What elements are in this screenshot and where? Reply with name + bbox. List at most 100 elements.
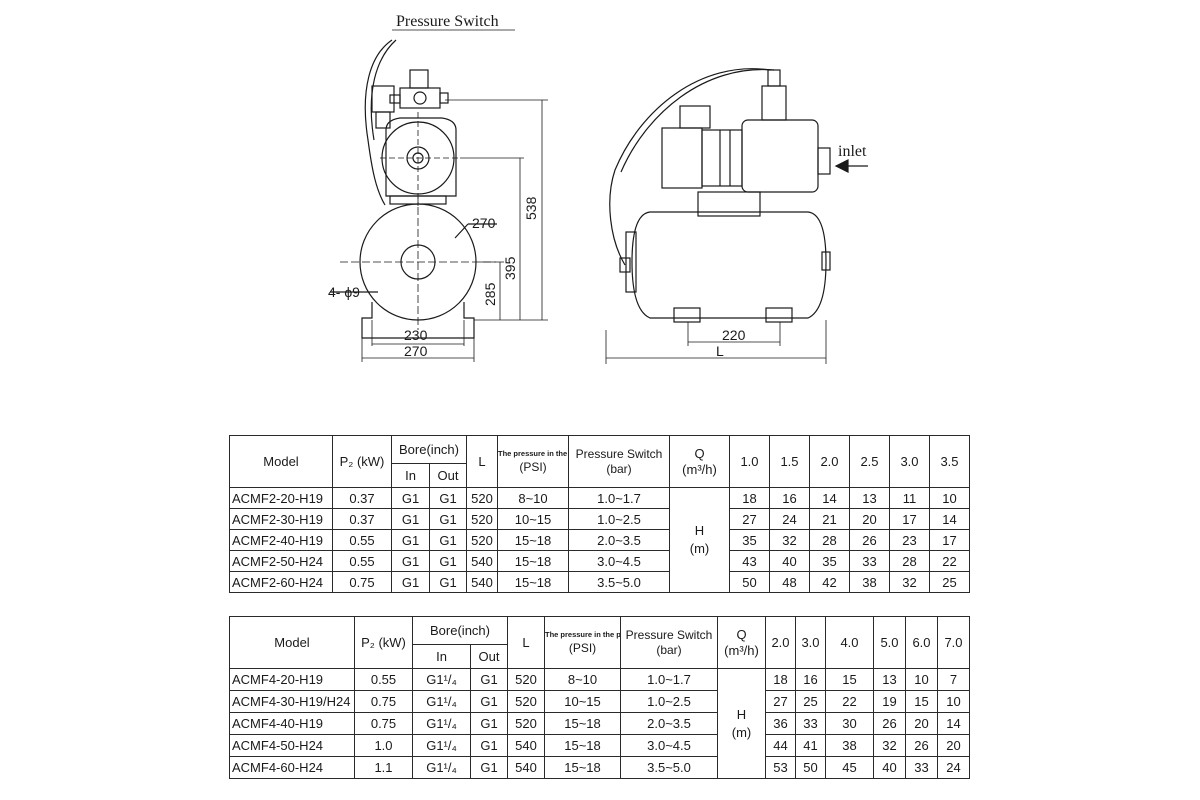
header-bore-out: Out bbox=[429, 463, 467, 488]
pressure-switch-cell: 1.0~1.7 bbox=[620, 668, 718, 691]
flow-col: 6.0 bbox=[905, 616, 938, 669]
dim-hole: 4- ϕ9 bbox=[328, 284, 360, 300]
header-length: L bbox=[466, 435, 498, 488]
head-value-cell: 27 bbox=[729, 508, 770, 530]
head-value-cell: 10 bbox=[937, 690, 970, 713]
bore-out-cell: G1 bbox=[429, 508, 467, 530]
head-value-cell: 10 bbox=[905, 668, 938, 691]
spec-table-acmf2: Model P₂ (kW) Bore(inch) L The pressure … bbox=[229, 435, 970, 593]
head-value-cell: 15 bbox=[825, 668, 874, 691]
psi-cell: 15~18 bbox=[544, 712, 621, 735]
header-bore-out: Out bbox=[470, 644, 508, 669]
head-value-cell: 17 bbox=[929, 529, 970, 551]
header-bore-in: In bbox=[391, 463, 430, 488]
dim-285: 285 bbox=[482, 282, 498, 306]
head-value-cell: 33 bbox=[795, 712, 826, 735]
psi-cell: 15~18 bbox=[497, 529, 569, 551]
pressure-switch-unit: (bar) bbox=[606, 461, 632, 476]
power-cell: 1.1 bbox=[354, 756, 413, 779]
head-value-cell: 19 bbox=[873, 690, 906, 713]
model-cell: ACMF4-40-H19 bbox=[229, 712, 355, 735]
head-value-cell: 25 bbox=[795, 690, 826, 713]
bore-in-cell: G1 bbox=[391, 529, 430, 551]
head-value-cell: 24 bbox=[937, 756, 970, 779]
head-value-cell: 28 bbox=[809, 529, 850, 551]
head-value-cell: 15 bbox=[905, 690, 938, 713]
side-view bbox=[605, 68, 868, 364]
header-model: Model bbox=[229, 616, 355, 669]
flow-col: 3.0 bbox=[889, 435, 930, 488]
h-unit: (m) bbox=[689, 541, 710, 556]
head-value-cell: 53 bbox=[765, 756, 796, 779]
header-bore-in: In bbox=[412, 644, 471, 669]
bore-in-cell: G1 bbox=[391, 487, 430, 509]
head-value-cell: 17 bbox=[889, 508, 930, 530]
bore-out-cell: G1 bbox=[470, 690, 508, 713]
flow-col: 1.5 bbox=[769, 435, 810, 488]
psi-unit: (PSI) bbox=[519, 460, 547, 474]
head-value-cell: 40 bbox=[873, 756, 906, 779]
length-cell: 540 bbox=[507, 734, 545, 757]
head-value-cell: 45 bbox=[825, 756, 874, 779]
flow-col: 5.0 bbox=[873, 616, 906, 669]
head-value-cell: 50 bbox=[795, 756, 826, 779]
head-value-cell: 18 bbox=[729, 487, 770, 509]
flow-col: 7.0 bbox=[937, 616, 970, 669]
pressure-switch-text: Pressure Switch bbox=[575, 446, 663, 461]
psi-cell: 8~10 bbox=[497, 487, 569, 509]
model-cell: ACMF4-30-H19/H24 bbox=[229, 690, 355, 713]
flow-col: 4.0 bbox=[825, 616, 874, 669]
psi-cell: 10~15 bbox=[497, 508, 569, 530]
header-pressure-switch: Pressure Switch (bar) bbox=[568, 435, 670, 488]
head-value-cell: 26 bbox=[905, 734, 938, 757]
pressure-switch-cell: 3.0~4.5 bbox=[620, 734, 718, 757]
dim-395: 395 bbox=[502, 256, 518, 280]
head-value-cell: 35 bbox=[809, 550, 850, 572]
head-label-cell: H(m) bbox=[669, 487, 730, 593]
q-label: Q bbox=[736, 626, 747, 642]
head-value-cell: 30 bbox=[825, 712, 874, 735]
q-unit: (m³/h) bbox=[724, 642, 759, 658]
psi-cell: 15~18 bbox=[544, 756, 621, 779]
pressure-switch-cell: 2.0~3.5 bbox=[620, 712, 718, 735]
head-value-cell: 14 bbox=[809, 487, 850, 509]
bore-in-cell: G1 bbox=[391, 508, 430, 530]
inlet-label: inlet bbox=[838, 143, 867, 160]
model-cell: ACMF2-50-H24 bbox=[229, 550, 333, 572]
head-value-cell: 20 bbox=[849, 508, 890, 530]
head-value-cell: 48 bbox=[769, 571, 810, 593]
pressure-switch-cell: 3.0~4.5 bbox=[568, 550, 670, 572]
head-value-cell: 14 bbox=[929, 508, 970, 530]
header-length: L bbox=[507, 616, 545, 669]
head-value-cell: 32 bbox=[769, 529, 810, 551]
head-value-cell: 27 bbox=[765, 690, 796, 713]
power-cell: 0.75 bbox=[332, 571, 392, 593]
psi-cell: 15~18 bbox=[544, 734, 621, 757]
power-cell: 0.55 bbox=[332, 529, 392, 551]
bore-out-cell: G1 bbox=[470, 734, 508, 757]
head-value-cell: 41 bbox=[795, 734, 826, 757]
head-value-cell: 16 bbox=[769, 487, 810, 509]
pressure-switch-cell: 3.5~5.0 bbox=[568, 571, 670, 593]
psi-unit: (PSI) bbox=[568, 641, 597, 655]
head-value-cell: 20 bbox=[905, 712, 938, 735]
head-value-cell: 50 bbox=[729, 571, 770, 593]
head-value-cell: 7 bbox=[937, 668, 970, 691]
head-value-cell: 23 bbox=[889, 529, 930, 551]
bore-in-cell: G1 bbox=[391, 571, 430, 593]
pressure-switch-text: Pressure Switch bbox=[625, 627, 713, 642]
pressure-switch-unit: (bar) bbox=[656, 642, 682, 657]
header-pressure-can: The pressure in the pressure can (PSI) bbox=[497, 435, 569, 488]
length-cell: 520 bbox=[466, 529, 498, 551]
head-value-cell: 10 bbox=[929, 487, 970, 509]
bore-out-cell: G1 bbox=[429, 550, 467, 572]
bore-out-cell: G1 bbox=[429, 487, 467, 509]
model-cell: ACMF2-60-H24 bbox=[229, 571, 333, 593]
power-cell: 0.37 bbox=[332, 487, 392, 509]
